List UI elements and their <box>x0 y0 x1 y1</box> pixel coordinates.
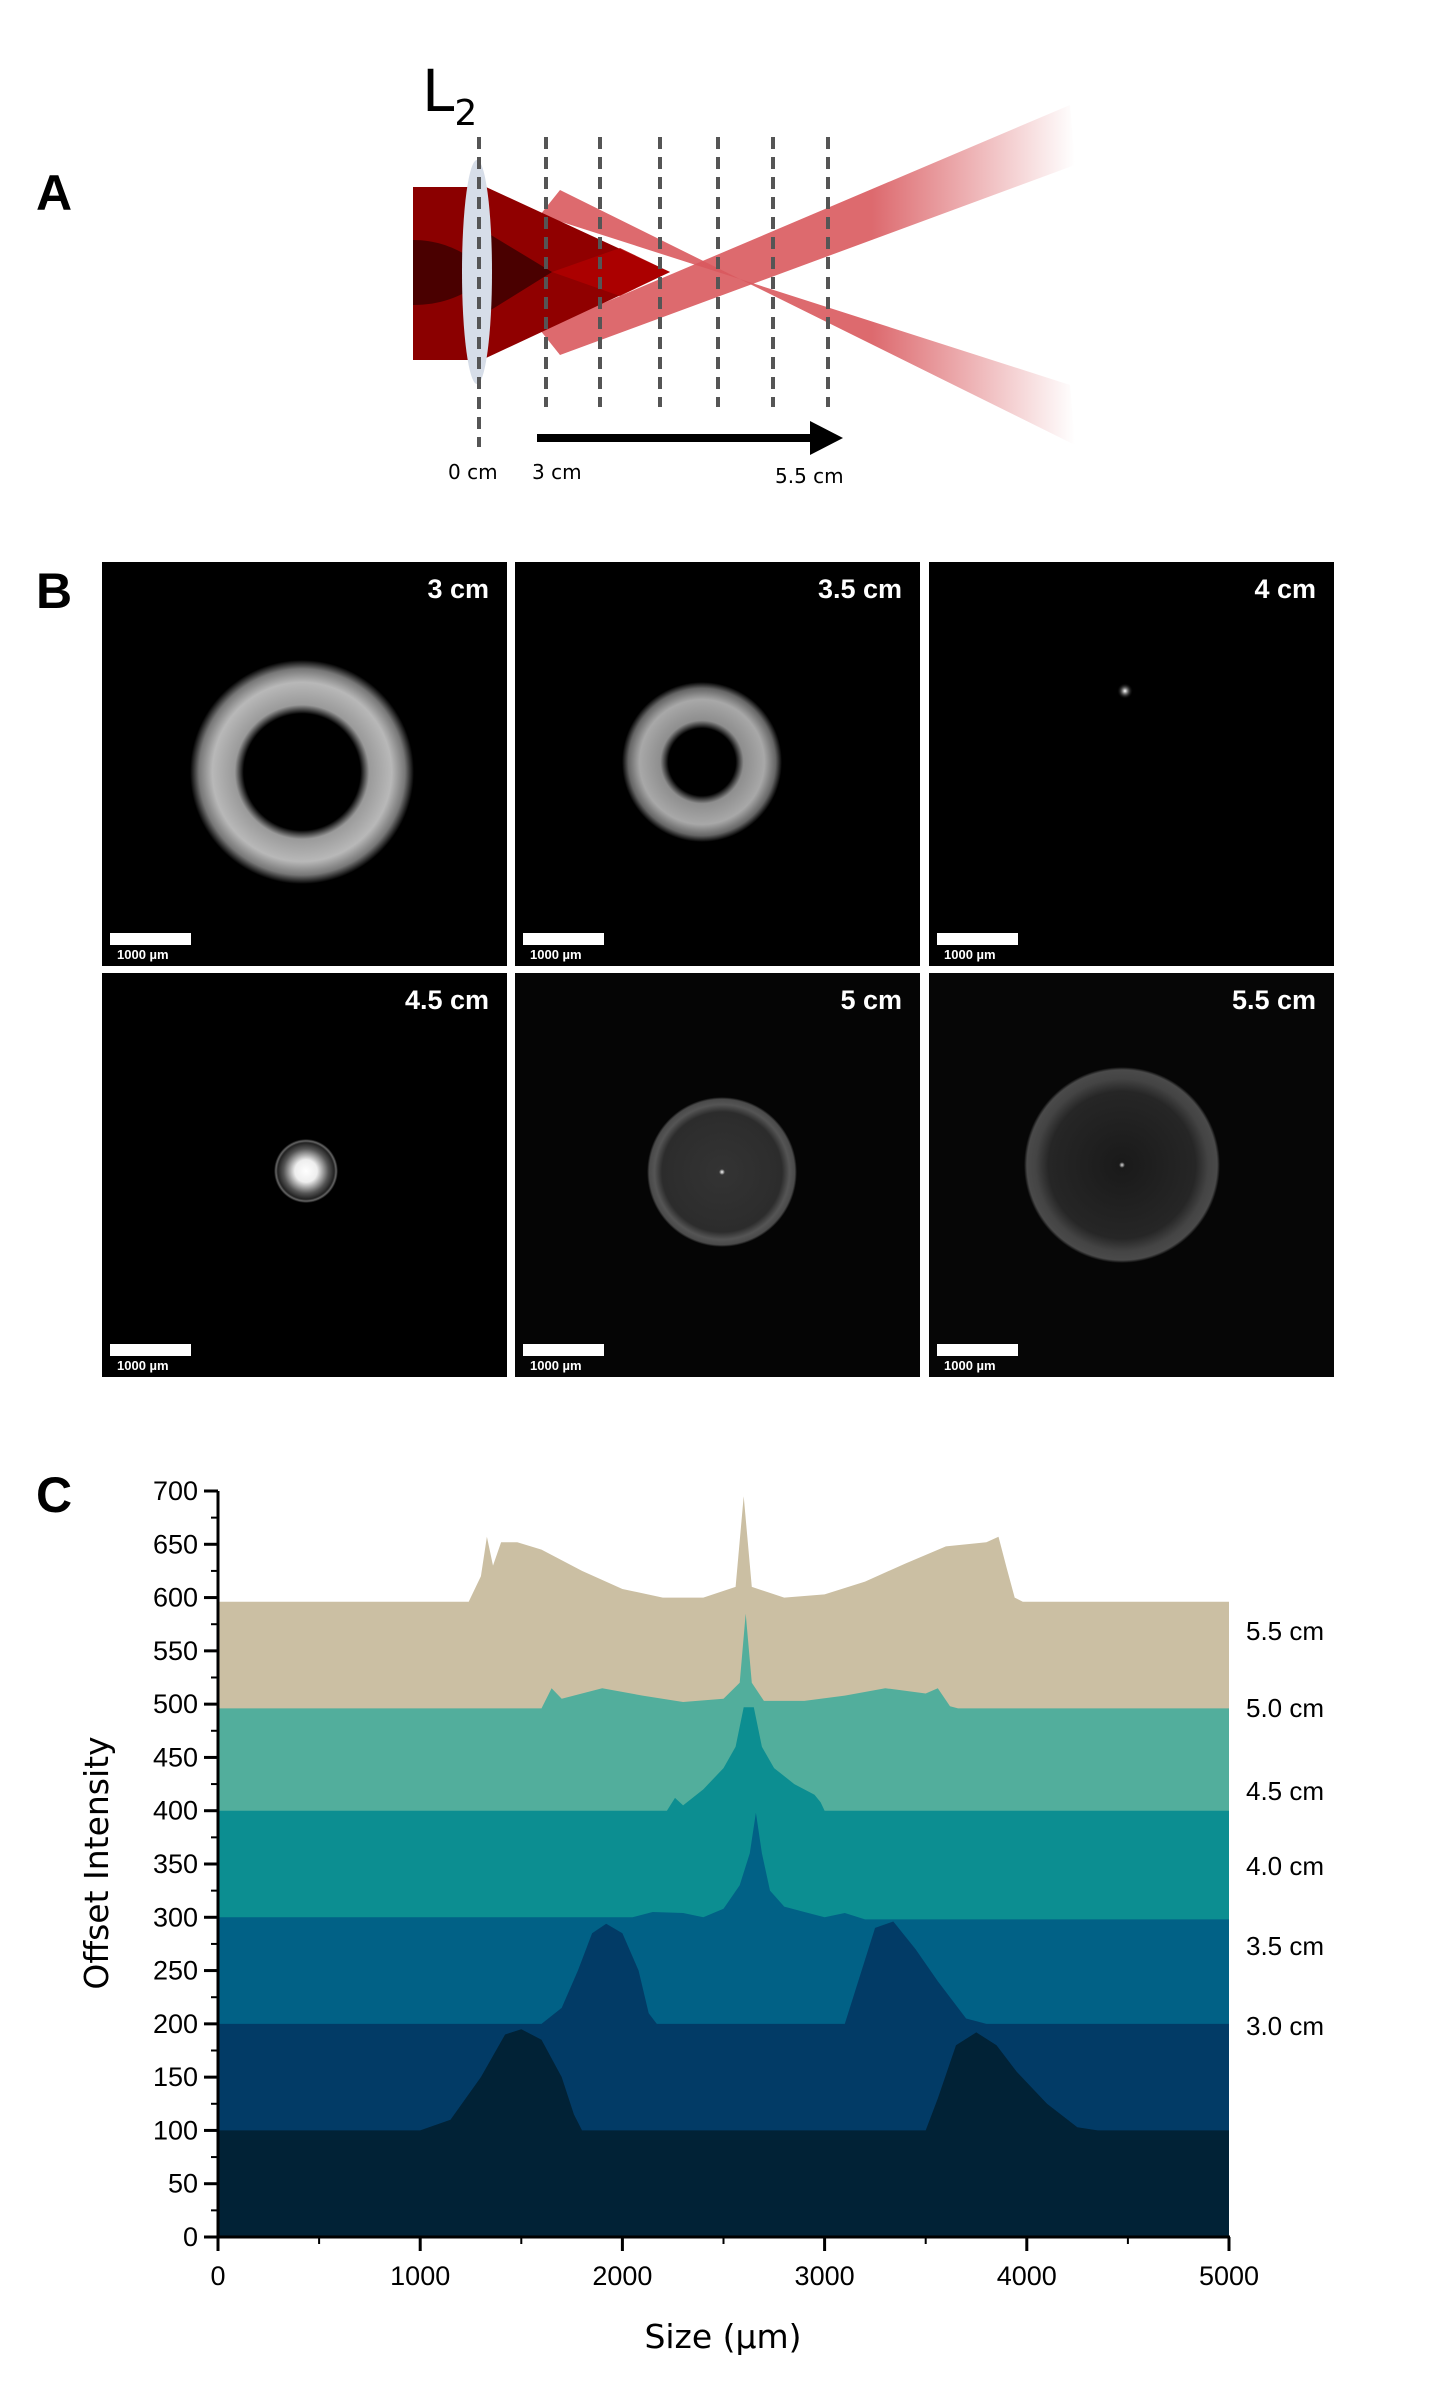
x-tick-label: 0 <box>210 2261 225 2291</box>
y-tick-label: 550 <box>153 1636 198 1666</box>
series-label: 3.0 cm <box>1246 2011 1324 2041</box>
series-areas <box>218 1496 1229 2237</box>
series-labels: 3.0 cm 3.5 cm 4.0 cm 4.5 cm 5.0 cm 5.5 cm <box>1246 1616 1324 2041</box>
beam-image-3-5cm: 3.5 cm 1000 µm <box>515 562 920 966</box>
y-tick-label: 600 <box>153 1583 198 1613</box>
series-label: 4.0 cm <box>1246 1851 1324 1881</box>
scale-bar-label: 1000 µm <box>530 1358 582 1373</box>
scale-bar <box>937 933 1018 945</box>
series-label: 3.5 cm <box>1246 1931 1324 1961</box>
y-tick-label: 200 <box>153 2009 198 2039</box>
series-label: 4.5 cm <box>1246 1776 1324 1806</box>
panel-c-letter: C <box>36 1467 73 1523</box>
distance-label: 3.5 cm <box>817 574 902 604</box>
beam-image-5cm: 5 cm 1000 µm <box>515 973 920 1377</box>
y-tick-label: 400 <box>153 1796 198 1826</box>
beam-image-5-5cm: 5.5 cm 1000 µm <box>929 973 1334 1377</box>
series-label: 5.5 cm <box>1246 1616 1324 1646</box>
scale-bar-label: 1000 µm <box>944 947 996 962</box>
y-tick-label: 700 <box>153 1476 198 1506</box>
y-axis-title: Offset Intensity <box>77 1736 116 1989</box>
y-tick-label: 500 <box>153 1689 198 1719</box>
scale-bar <box>110 933 191 945</box>
scale-bar <box>110 1344 191 1356</box>
beam-image-3cm: 3 cm 1000 µm <box>102 562 507 966</box>
distance-label: 4.5 cm <box>404 985 489 1015</box>
scale-bar <box>523 933 604 945</box>
scale-bar <box>523 1344 604 1356</box>
distance-label: 4 cm <box>1254 574 1316 604</box>
x-tick-label: 4000 <box>997 2261 1057 2291</box>
y-tick-label: 350 <box>153 1849 198 1879</box>
scale-bar-label: 1000 µm <box>117 947 169 962</box>
measurement-planes <box>477 137 830 447</box>
position-label-3cm: 3 cm <box>532 460 582 484</box>
position-label-5-5cm: 5.5 cm <box>775 464 844 488</box>
scale-bar <box>937 1344 1018 1356</box>
distance-arrow-icon <box>537 421 843 455</box>
beam-image-4cm: 4 cm 1000 µm <box>929 562 1334 966</box>
y-tick-label: 250 <box>153 1956 198 1986</box>
x-tick-label: 3000 <box>795 2261 855 2291</box>
beam-profile-image-grid: 3 cm 1000 µm 3.5 cm 1000 µm 4 cm 1000 µm… <box>102 562 1334 1380</box>
panel-a-letter: A <box>36 165 73 221</box>
series-area-3-0-cm <box>218 2029 1229 2237</box>
distance-label: 5.5 cm <box>1231 985 1316 1015</box>
y-tick-label: 150 <box>153 2062 198 2092</box>
y-tick-label: 0 <box>183 2222 198 2252</box>
panel-b-letter: B <box>36 563 73 619</box>
y-tick-label: 50 <box>168 2169 198 2199</box>
lens-beam-diagram: L2 0 cm 3 cm 5.5 cm <box>0 0 1431 530</box>
scale-bar-label: 1000 µm <box>530 947 582 962</box>
position-label-0cm: 0 cm <box>448 460 498 484</box>
scale-bar-label: 1000 µm <box>944 1358 996 1373</box>
series-label: 5.0 cm <box>1246 1693 1324 1723</box>
x-axis-title: Size (µm) <box>644 2317 801 2356</box>
y-tick-label: 650 <box>153 1529 198 1559</box>
beam-image-4-5cm: 4.5 cm 1000 µm <box>102 973 507 1377</box>
lens-l2 <box>462 160 492 384</box>
chart-axes: 0 50 100 150 200 250 300 350 400 450 500 550 600 650 7… <box>153 1476 1259 2291</box>
diverging-beam <box>540 105 1075 445</box>
y-tick-label: 450 <box>153 1742 198 1772</box>
scale-bar-label: 1000 µm <box>117 1358 169 1373</box>
y-tick-label: 100 <box>153 2115 198 2145</box>
distance-label: 5 cm <box>840 985 902 1015</box>
distance-label: 3 cm <box>427 574 489 604</box>
x-tick-label: 5000 <box>1199 2261 1259 2291</box>
y-tick-label: 300 <box>153 1902 198 1932</box>
offset-intensity-chart: 0 50 100 150 200 250 300 350 400 450 500 550 600 650 7… <box>0 1440 1431 2382</box>
lens-label: L2 <box>422 57 478 134</box>
x-tick-label: 1000 <box>390 2261 450 2291</box>
x-tick-label: 2000 <box>592 2261 652 2291</box>
